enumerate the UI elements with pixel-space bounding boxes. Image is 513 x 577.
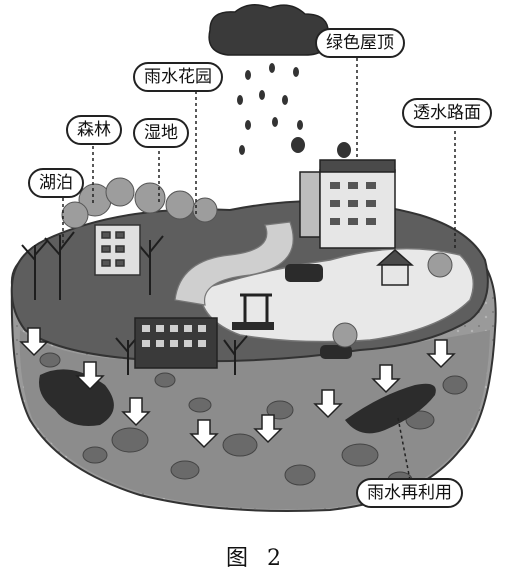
label-lake: 湖泊 — [28, 168, 84, 198]
label-forest: 森林 — [66, 115, 122, 145]
gate — [240, 293, 272, 325]
label-green-roof: 绿色屋顶 — [315, 28, 405, 58]
road-curve — [174, 221, 294, 306]
label-wetland: 湿地 — [133, 118, 189, 148]
groundwater-right — [345, 383, 436, 434]
car — [285, 264, 323, 282]
infiltration-arrows — [19, 327, 456, 449]
forest-trees — [61, 177, 453, 348]
rain-cloud — [208, 4, 329, 56]
building-front — [134, 317, 218, 369]
building-green-roof — [299, 159, 396, 249]
leader-lines — [62, 52, 456, 481]
label-permeable-road: 透水路面 — [402, 98, 492, 128]
house — [376, 248, 414, 286]
label-rain-garden: 雨水花园 — [133, 62, 223, 92]
car — [320, 345, 352, 359]
raindrops — [237, 63, 351, 158]
building-left — [94, 224, 141, 276]
label-rain-reuse: 雨水再利用 — [356, 478, 463, 508]
figure-caption: 图 2 — [226, 546, 287, 571]
